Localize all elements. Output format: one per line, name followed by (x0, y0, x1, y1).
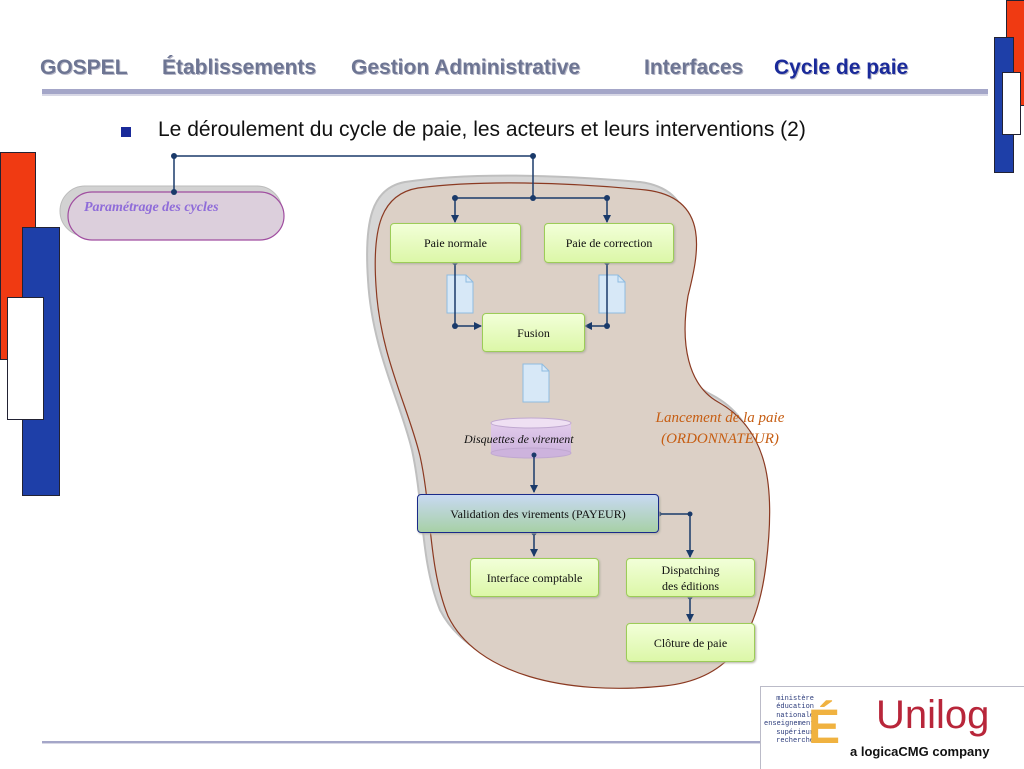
nav-item-interfaces[interactable]: Interfaces (644, 56, 744, 79)
document-icon-left (446, 274, 474, 314)
bullet-icon (121, 127, 131, 137)
ministry-line: enseignement (764, 720, 815, 729)
logo-area (760, 686, 1024, 769)
box-paie-correction-label: Paie de correction (565, 236, 653, 250)
box-dispatching-label-line2: des éditions (662, 578, 719, 593)
nav-item-gospel[interactable]: GOSPEL (40, 56, 128, 79)
nav-item-gestion-administrative[interactable]: Gestion Administrative (351, 56, 581, 79)
document-icon-right (598, 274, 626, 314)
box-paie-correction[interactable]: Paie de correction (544, 223, 674, 263)
ministry-line: éducation (776, 703, 814, 712)
document-icon-center (522, 363, 550, 403)
box-validation[interactable]: Validation des virements (PAYEUR) (417, 494, 659, 533)
ministry-line: supérieur (776, 728, 814, 737)
ministry-line: recherche (776, 737, 814, 746)
lancement-label-line1: Lancement de la paie (655, 410, 785, 426)
ministry-line: ministère (776, 695, 814, 703)
ministry-line: nationale (776, 711, 814, 720)
ministry-e-logo: É (808, 701, 841, 754)
box-dispatching[interactable]: Dispatching des éditions (626, 558, 755, 597)
disquettes-label: Disquettes de virement (464, 432, 574, 446)
bullet-text: Le déroulement du cycle de paie, les act… (158, 118, 806, 141)
footer-divider (42, 741, 760, 744)
box-cloture-label: Clôture de paie (653, 635, 728, 650)
ministry-logo-text: ministère éducation nationale enseigneme… (764, 695, 814, 745)
box-dispatching-label-line1: Dispatching (661, 562, 720, 577)
lancement-label-line2: (ORDONNATEUR) (661, 431, 779, 447)
box-cloture[interactable]: Clôture de paie (626, 623, 755, 662)
box-fusion-label: Fusion (517, 325, 550, 340)
decor-white-bar-left (7, 297, 44, 420)
header-divider (42, 89, 988, 96)
unilog-logo: Unilog (876, 693, 990, 737)
decor-white-bar-right (1002, 72, 1021, 135)
nav-item-cycle-de-paie[interactable]: Cycle de paie (774, 56, 909, 79)
box-interface-comptable[interactable]: Interface comptable (470, 558, 599, 597)
box-fusion[interactable]: Fusion (482, 313, 585, 352)
nav-item-etablissements[interactable]: Établissements (162, 56, 317, 79)
disquettes-cylinder (490, 417, 572, 459)
box-interface-comptable-label: Interface comptable (486, 570, 583, 585)
lancement-label: Lancement de la paie (ORDONNATEUR) (635, 408, 805, 450)
box-validation-label: Validation des virements (PAYEUR) (450, 506, 626, 521)
company-tagline: a logicaCMG company (850, 744, 990, 759)
parametrage-label: Paramétrage des cycles (84, 200, 219, 215)
box-paie-normale[interactable]: Paie normale (390, 223, 521, 263)
box-paie-normale-label: Paie normale (424, 236, 487, 250)
